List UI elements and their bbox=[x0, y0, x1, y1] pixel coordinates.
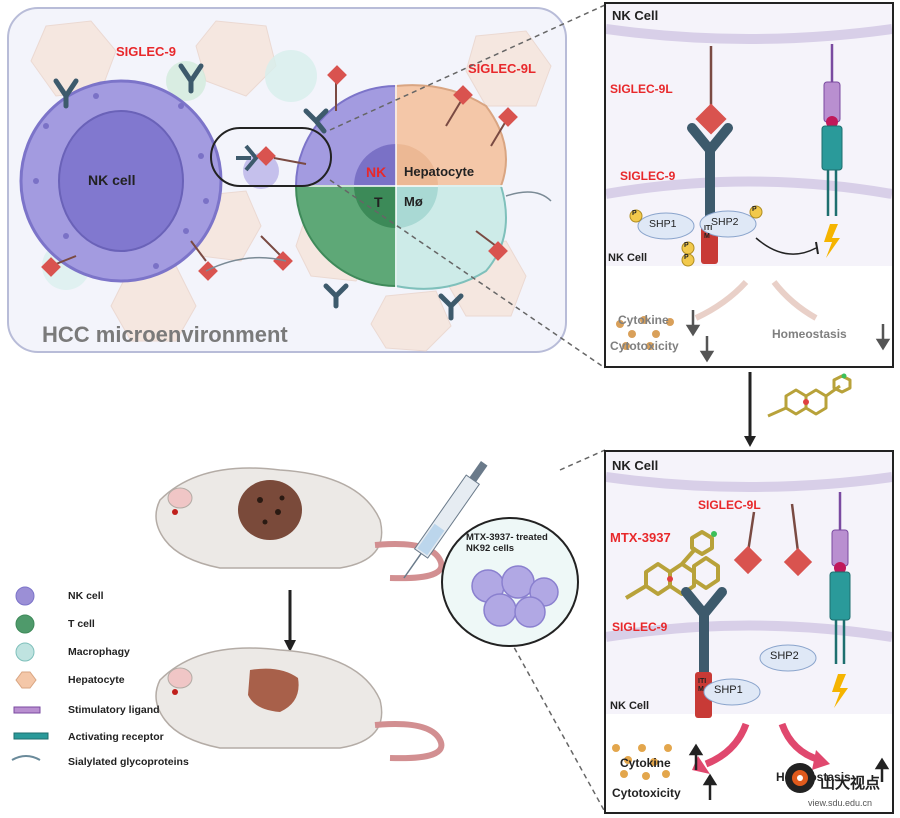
nk-cell-panel-after: NK Cell SIGLEC-9L MTX-3937 SIGLEC-9 SHP2… bbox=[604, 450, 894, 814]
p-label-2: P bbox=[752, 206, 757, 213]
mtx-3937-molecule-icon bbox=[767, 373, 852, 418]
treated-cells-label: MTX-3937- treated NK92 cells bbox=[466, 532, 548, 554]
cytotoxicity-label-after: Cytotoxicity bbox=[612, 786, 681, 800]
nk-signaling-illustration-before bbox=[606, 4, 892, 366]
siglec9l-label-before: SIGLEC-9L bbox=[610, 82, 673, 96]
nk-cell-icon bbox=[15, 586, 35, 606]
macrophage-icon bbox=[15, 642, 35, 662]
mtx3937-label: MTX-3937 bbox=[610, 530, 671, 545]
hcc-microenvironment-panel: SIGLEC-9 SIGLEC-9L NK cell NK Hepatocyte… bbox=[6, 6, 568, 354]
shp2-label-after: SHP2 bbox=[770, 650, 799, 662]
legend-label-macrophagy: Macrophagy bbox=[68, 646, 130, 658]
nk-cell-bottom-label-after: NK Cell bbox=[610, 700, 650, 712]
cytotoxicity-label-before: Cytotoxicity bbox=[610, 339, 679, 353]
shp1-label-after: SHP1 bbox=[714, 684, 743, 696]
p-label-4: P bbox=[684, 254, 689, 261]
stimulatory-ligand-icon bbox=[13, 706, 41, 714]
homeostasis-label-before: Homeostasis bbox=[772, 327, 847, 341]
siglec9-label-top-left: SIGLEC-9 bbox=[116, 44, 176, 59]
itim-label-after: ITIM bbox=[698, 678, 707, 693]
cytokine-label-before: Cytokine bbox=[618, 313, 669, 327]
p-label-3: P bbox=[684, 242, 689, 249]
hcc-microenvironment-illustration bbox=[7, 7, 567, 353]
t-quadrant-label: T bbox=[374, 194, 383, 210]
legend-label-activating-receptor: Activating receptor bbox=[68, 731, 164, 743]
legend-label-stimulatory-ligand: Stimulatory ligand bbox=[68, 704, 160, 716]
nk-cell-bottom-label-before: NK Cell bbox=[608, 252, 648, 264]
t-cell-icon bbox=[15, 614, 35, 634]
legend-label-t-cell: T cell bbox=[68, 618, 95, 630]
watermark-url-text: view.sdu.edu.cn bbox=[808, 798, 873, 808]
siglec9-label-before: SIGLEC-9 bbox=[620, 169, 676, 183]
nk-cell-title-before: NK Cell bbox=[612, 8, 659, 23]
legend-icons bbox=[11, 586, 49, 761]
p-label-1: P bbox=[632, 210, 637, 217]
treated-nk92-cells-illustration bbox=[441, 517, 579, 647]
shp1-label-before: SHP1 bbox=[649, 218, 677, 230]
itim-label-before: ITIM bbox=[704, 225, 713, 240]
legend-label-nk-cell: NK cell bbox=[68, 590, 104, 602]
nk-cell-title-after: NK Cell bbox=[612, 458, 659, 473]
watermark-cn-text: 山大视点 bbox=[820, 775, 881, 792]
macrophage-quadrant-label: Mø bbox=[404, 194, 423, 209]
legend-label-hepatocyte: Hepatocyte bbox=[68, 674, 125, 686]
watermark: 山大视点 view.sdu.edu.cn bbox=[782, 760, 898, 816]
hepatocyte-icon bbox=[15, 671, 37, 689]
cytokine-label-after: Cytokine bbox=[620, 756, 671, 770]
legend-label-sialylated-glycoproteins: Sialylated glycoproteins bbox=[68, 756, 189, 768]
eye-logo-icon bbox=[785, 763, 815, 793]
siglec9-label-after: SIGLEC-9 bbox=[612, 620, 668, 634]
activating-receptor-icon bbox=[13, 732, 49, 740]
hcc-microenvironment-caption: HCC microenvironment bbox=[42, 322, 288, 347]
hepatocyte-quadrant-label: Hepatocyte bbox=[404, 164, 475, 179]
mouse-injection-illustration bbox=[155, 461, 488, 762]
nk-cell-label: NK cell bbox=[88, 172, 136, 188]
nk-signaling-illustration-after bbox=[606, 452, 892, 812]
shp2-label-before: SHP2 bbox=[711, 216, 739, 228]
siglec9l-label-top-left: SIGLEC-9L bbox=[468, 61, 536, 76]
siglec9l-label-after: SIGLEC-9L bbox=[698, 498, 761, 512]
nk-cell-panel-before: NK Cell SIGLEC-9L SIGLEC-9 SHP1 SHP2 ITI… bbox=[604, 2, 894, 368]
sialylated-glycoprotein-icon bbox=[11, 755, 41, 761]
nk-quadrant-label: NK bbox=[366, 164, 387, 180]
